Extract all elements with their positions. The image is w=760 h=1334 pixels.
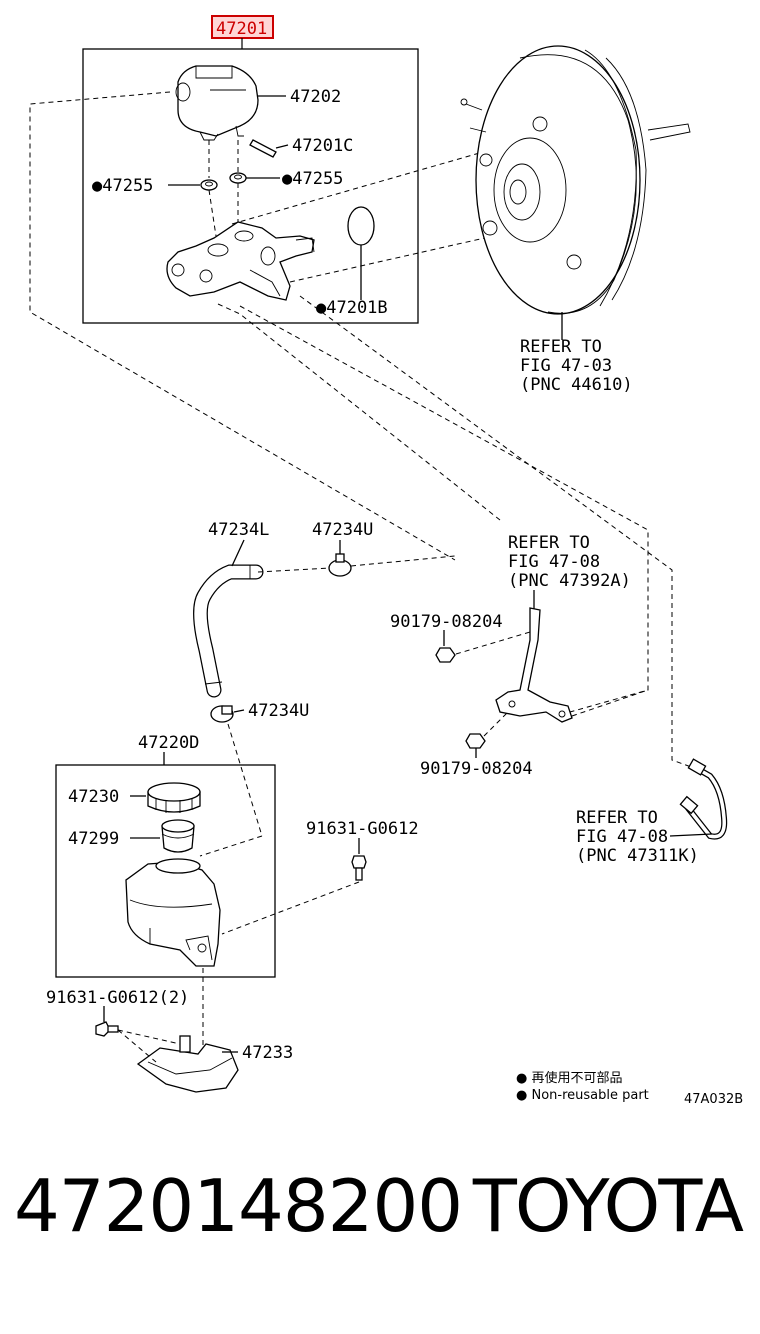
label-47202[interactable]: 47202 [290, 87, 341, 107]
refer-tube-line1[interactable]: REFER TO [576, 808, 658, 828]
reservoir-assembly-box [55, 764, 276, 978]
brand-name: TOYOTA [472, 1164, 744, 1248]
label-91631-double[interactable]: 91631-G0612(2) [46, 988, 189, 1008]
grommet-right-drawing [229, 172, 247, 184]
clip-47234U-bottom-drawing [210, 705, 234, 723]
assembly-label-47201[interactable]: 47201 [211, 15, 274, 49]
refer-tube-line3[interactable]: (PNC 47311K) [576, 846, 699, 866]
refer-bracket-line2[interactable]: FIG 47-08 [508, 552, 600, 572]
legend-chinese: ● 再使用不可部品 [516, 1070, 622, 1086]
strainer-47299-drawing [161, 819, 195, 853]
clip-47234U-top-drawing [328, 553, 352, 577]
label-47255-left[interactable]: ●47255 [92, 176, 153, 196]
bolt-90179-bottom-drawing [465, 733, 486, 749]
bolt-91631-double-drawing [95, 1021, 119, 1037]
o-ring-47201B-drawing [347, 206, 375, 246]
bracket-drawing [495, 607, 573, 723]
bolt-90179-top-drawing [435, 647, 456, 663]
refer-booster-line2[interactable]: FIG 47-03 [520, 356, 612, 376]
label-47233[interactable]: 47233 [242, 1043, 293, 1063]
refer-booster-line1[interactable]: REFER TO [520, 337, 602, 357]
refer-tube-line2[interactable]: FIG 47-08 [576, 827, 668, 847]
brake-tube-drawing [679, 758, 728, 840]
label-47234L[interactable]: 47234L [208, 520, 269, 540]
cap-47230-drawing [147, 782, 201, 813]
bolt-91631-single-drawing [351, 855, 367, 881]
legend-english: ● Non-reusable part [516, 1088, 649, 1103]
label-90179-bottom[interactable]: 90179-08204 [420, 759, 533, 779]
pin-47201C-drawing [249, 139, 277, 158]
refer-bracket-line1[interactable]: REFER TO [508, 533, 590, 553]
reservoir-47202-drawing [175, 65, 259, 141]
hose-47234L-drawing [193, 564, 264, 698]
bracket-47233-drawing [136, 1035, 239, 1093]
label-90179-top[interactable]: 90179-08204 [390, 612, 503, 632]
grommet-left-drawing [200, 179, 218, 191]
assembly-label-text: 47201 [216, 19, 267, 39]
brake-booster-drawing [460, 45, 691, 315]
label-47201C[interactable]: 47201C [292, 136, 353, 156]
label-47234U-bottom[interactable]: 47234U [248, 701, 309, 721]
part-number: 4720148200 [14, 1164, 463, 1248]
footer: 4720148200 TOYOTA [0, 1170, 760, 1300]
label-47220D[interactable]: 47220D [138, 733, 199, 753]
label-47234U-top[interactable]: 47234U [312, 520, 373, 540]
label-47201B[interactable]: ●47201B [316, 298, 388, 318]
reservoir-tank-drawing [125, 858, 221, 967]
master-cylinder-drawing [166, 221, 315, 301]
parts-diagram: 47201 47202 47201C ●47255 ●47255 [29, 15, 743, 1107]
label-47230[interactable]: 47230 [68, 787, 119, 807]
label-47255-right[interactable]: ●47255 [282, 169, 343, 189]
label-91631-single[interactable]: 91631-G0612 [306, 819, 419, 839]
refer-booster-line3[interactable]: (PNC 44610) [520, 375, 633, 395]
label-47299[interactable]: 47299 [68, 829, 119, 849]
figure-code: 47A032B [684, 1092, 743, 1107]
refer-bracket-line3[interactable]: (PNC 47392A) [508, 571, 631, 591]
master-cylinder-box [82, 48, 419, 324]
